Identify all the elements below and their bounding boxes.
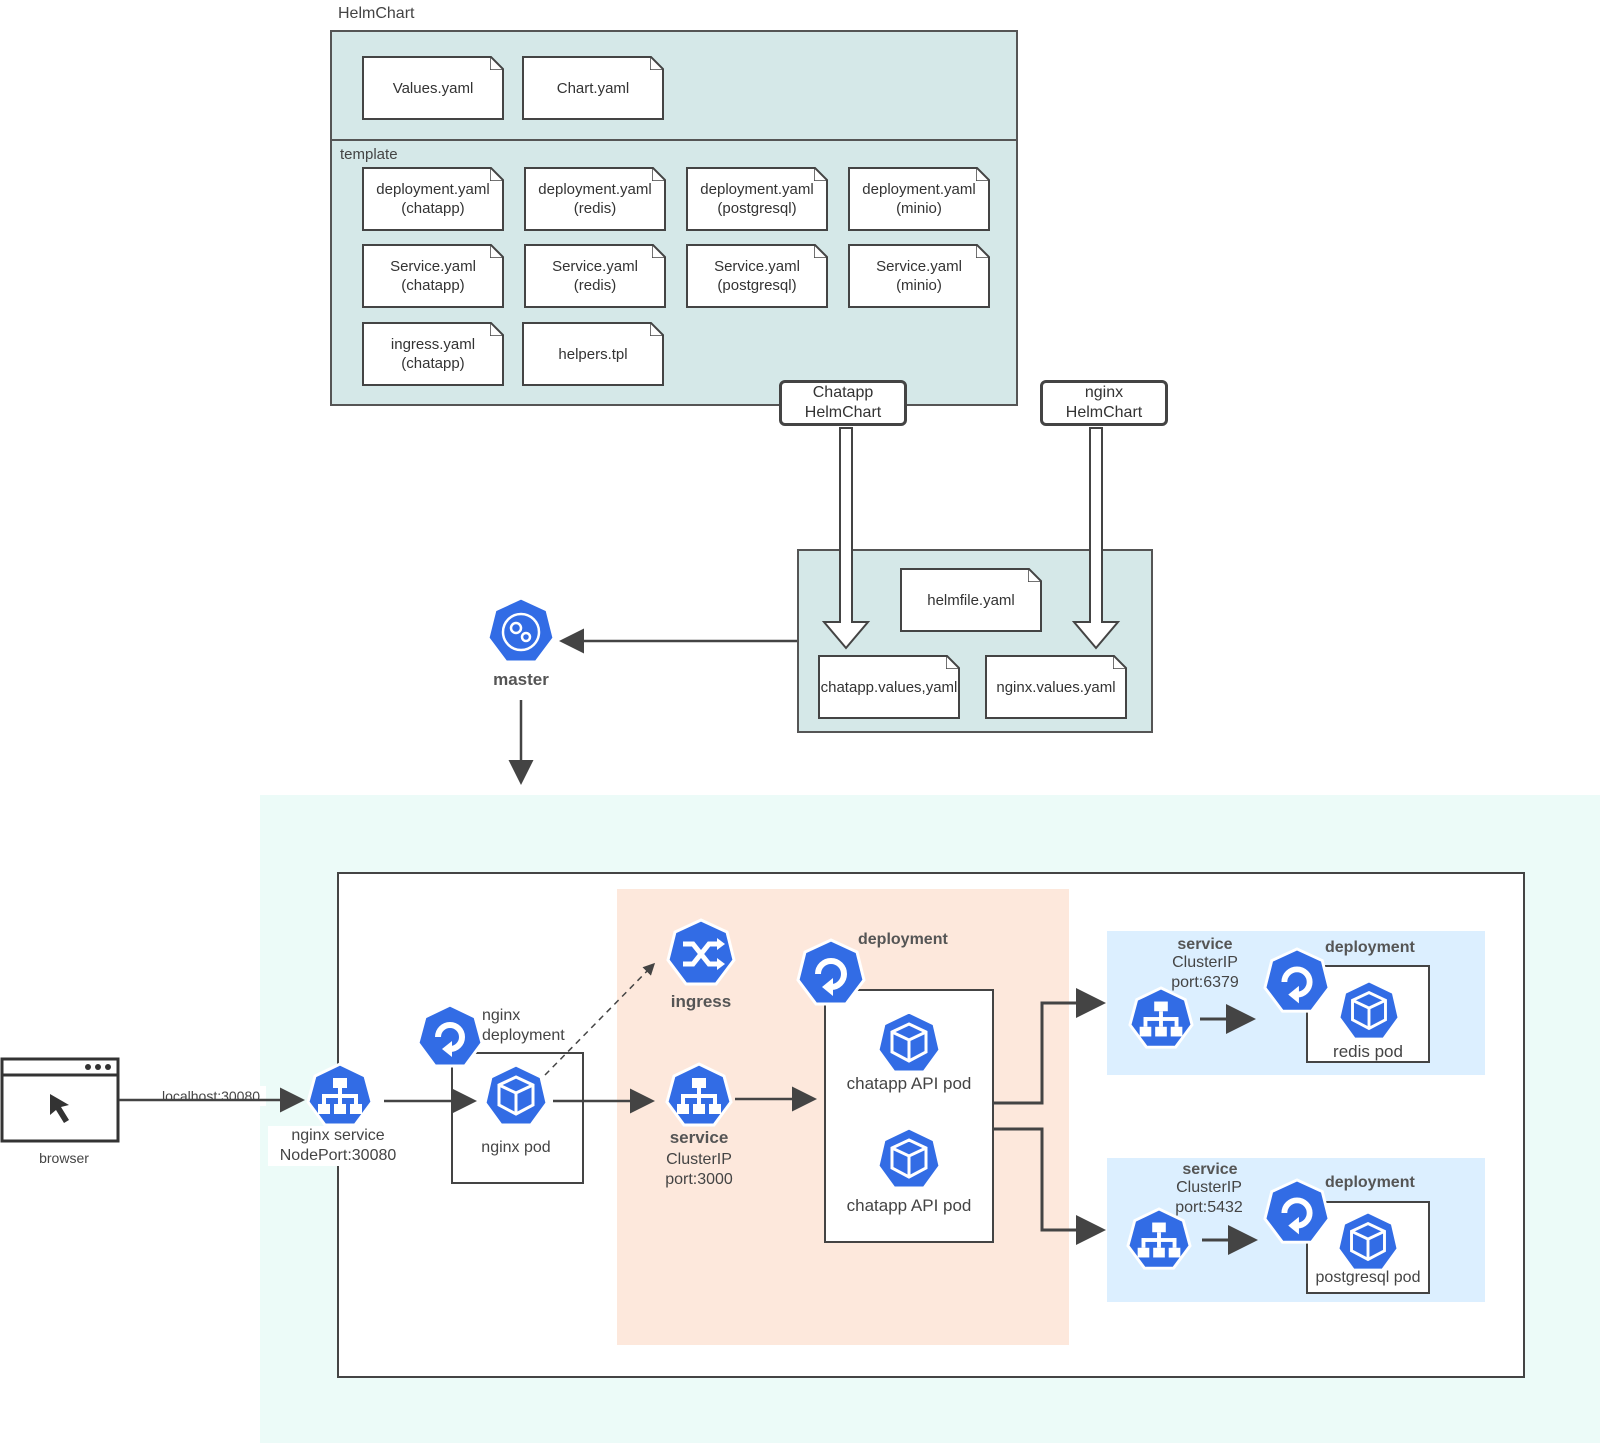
page-fold-icon (945, 653, 962, 670)
redis-service-title: service (1177, 936, 1233, 953)
chatapp-service-title: service (669, 1128, 729, 1147)
chatapp-to-redis-arrow (994, 988, 1106, 1105)
helmchart-divider (330, 139, 1018, 141)
postgres-deployment-icon[interactable] (1262, 1178, 1332, 1248)
chatapp-pod-2-label: chatapp API pod (846, 1196, 972, 1215)
template-label: template (340, 146, 398, 163)
browser-label: browser (39, 1150, 89, 1166)
page-fold-icon (489, 242, 506, 259)
chatapp-values-file[interactable]: chatapp.values,yaml (818, 655, 960, 719)
redis-service-icon[interactable] (1128, 986, 1194, 1052)
deployment-postgresql-file[interactable]: deployment.yaml (postgresql) (686, 167, 828, 231)
redis-pod-icon[interactable] (1337, 979, 1401, 1043)
page-fold-icon (489, 165, 506, 182)
chatapp-pod-2-icon[interactable] (876, 1126, 942, 1192)
chart-yaml-file[interactable]: Chart.yaml (522, 56, 664, 120)
deployment-redis-file[interactable]: deployment.yaml (redis) (524, 167, 666, 231)
postgres-service-icon[interactable] (1126, 1207, 1192, 1273)
service-postgresql-file[interactable]: Service.yaml (postgresql) (686, 244, 828, 308)
ingress-chatapp-file[interactable]: ingress.yaml (chatapp) (362, 322, 504, 386)
values-yaml-file[interactable]: Values.yaml (362, 56, 504, 120)
ingress-icon[interactable] (665, 918, 737, 990)
nginx-service-icon[interactable] (306, 1062, 374, 1130)
nginx-pod-label: nginx pod (481, 1139, 551, 1156)
page-fold-icon (649, 54, 666, 71)
chatapp-hollow-arrow (821, 427, 871, 650)
redis-deployment-label: deployment (1325, 939, 1415, 956)
postgres-service-detail: ClusterIP port:5432 (1175, 1179, 1243, 1216)
service-chatapp-file[interactable]: Service.yaml (chatapp) (362, 244, 504, 308)
nginx-pod-icon[interactable] (483, 1063, 549, 1129)
nginx-helmchart-tag[interactable]: nginx HelmChart (1040, 380, 1168, 426)
page-fold-icon (813, 165, 830, 182)
chatapp-helmchart-tag[interactable]: Chatapp HelmChart (779, 380, 907, 426)
postgres-pod-icon[interactable] (1336, 1210, 1400, 1274)
page-fold-icon (975, 242, 992, 259)
page-fold-icon (651, 242, 668, 259)
redis-service-detail: ClusterIP port:6379 (1171, 954, 1239, 991)
nginx-pod-to-ingress-dashed (544, 962, 656, 1076)
page-fold-icon (489, 54, 506, 71)
chatapp-to-postgres-arrow (994, 1127, 1106, 1245)
nginx-hollow-arrow (1071, 427, 1121, 650)
chatapp-deployment-label: deployment (858, 931, 948, 948)
postgres-service-title: service (1182, 1161, 1238, 1178)
helpers-tpl-file[interactable]: helpers.tpl (522, 322, 664, 386)
browser-icon[interactable] (0, 1057, 122, 1145)
chatapp-service-detail: ClusterIP port:3000 (665, 1151, 733, 1188)
chatapp-pod-1-icon[interactable] (876, 1010, 942, 1076)
deployment-minio-file[interactable]: deployment.yaml (minio) (848, 167, 990, 231)
helmfile-yaml-file[interactable]: helmfile.yaml (900, 568, 1042, 632)
postgres-deployment-label: deployment (1325, 1174, 1415, 1191)
page-fold-icon (651, 165, 668, 182)
chatapp-pod-1-label: chatapp API pod (846, 1074, 972, 1093)
page-fold-icon (1027, 566, 1044, 583)
nginx-service-label: nginx service NodePort:30080 (268, 1126, 408, 1166)
deployment-chatapp-file[interactable]: deployment.yaml (chatapp) (362, 167, 504, 231)
service-minio-file[interactable]: Service.yaml (minio) (848, 244, 990, 308)
page-fold-icon (975, 165, 992, 182)
page-fold-icon (649, 320, 666, 337)
nginx-deployment-label: nginx deployment (482, 1007, 565, 1044)
ingress-label: ingress (670, 992, 732, 1011)
page-fold-icon (489, 320, 506, 337)
kubernetes-master-icon[interactable] (485, 596, 557, 668)
postgres-pod-label: postgresql pod (1315, 1269, 1421, 1286)
nginx-deployment-icon[interactable] (416, 1003, 484, 1071)
chatapp-service-icon[interactable] (665, 1062, 733, 1130)
helmchart-title: HelmChart (338, 5, 415, 22)
nginx-values-file[interactable]: nginx.values.yaml (985, 655, 1127, 719)
master-label: master (493, 670, 549, 689)
chatapp-deployment-icon[interactable] (795, 938, 867, 1010)
service-redis-file[interactable]: Service.yaml (redis) (524, 244, 666, 308)
redis-deployment-icon[interactable] (1262, 947, 1332, 1017)
page-fold-icon (1112, 653, 1129, 670)
redis-pod-label: redis pod (1333, 1042, 1403, 1061)
page-fold-icon (813, 242, 830, 259)
